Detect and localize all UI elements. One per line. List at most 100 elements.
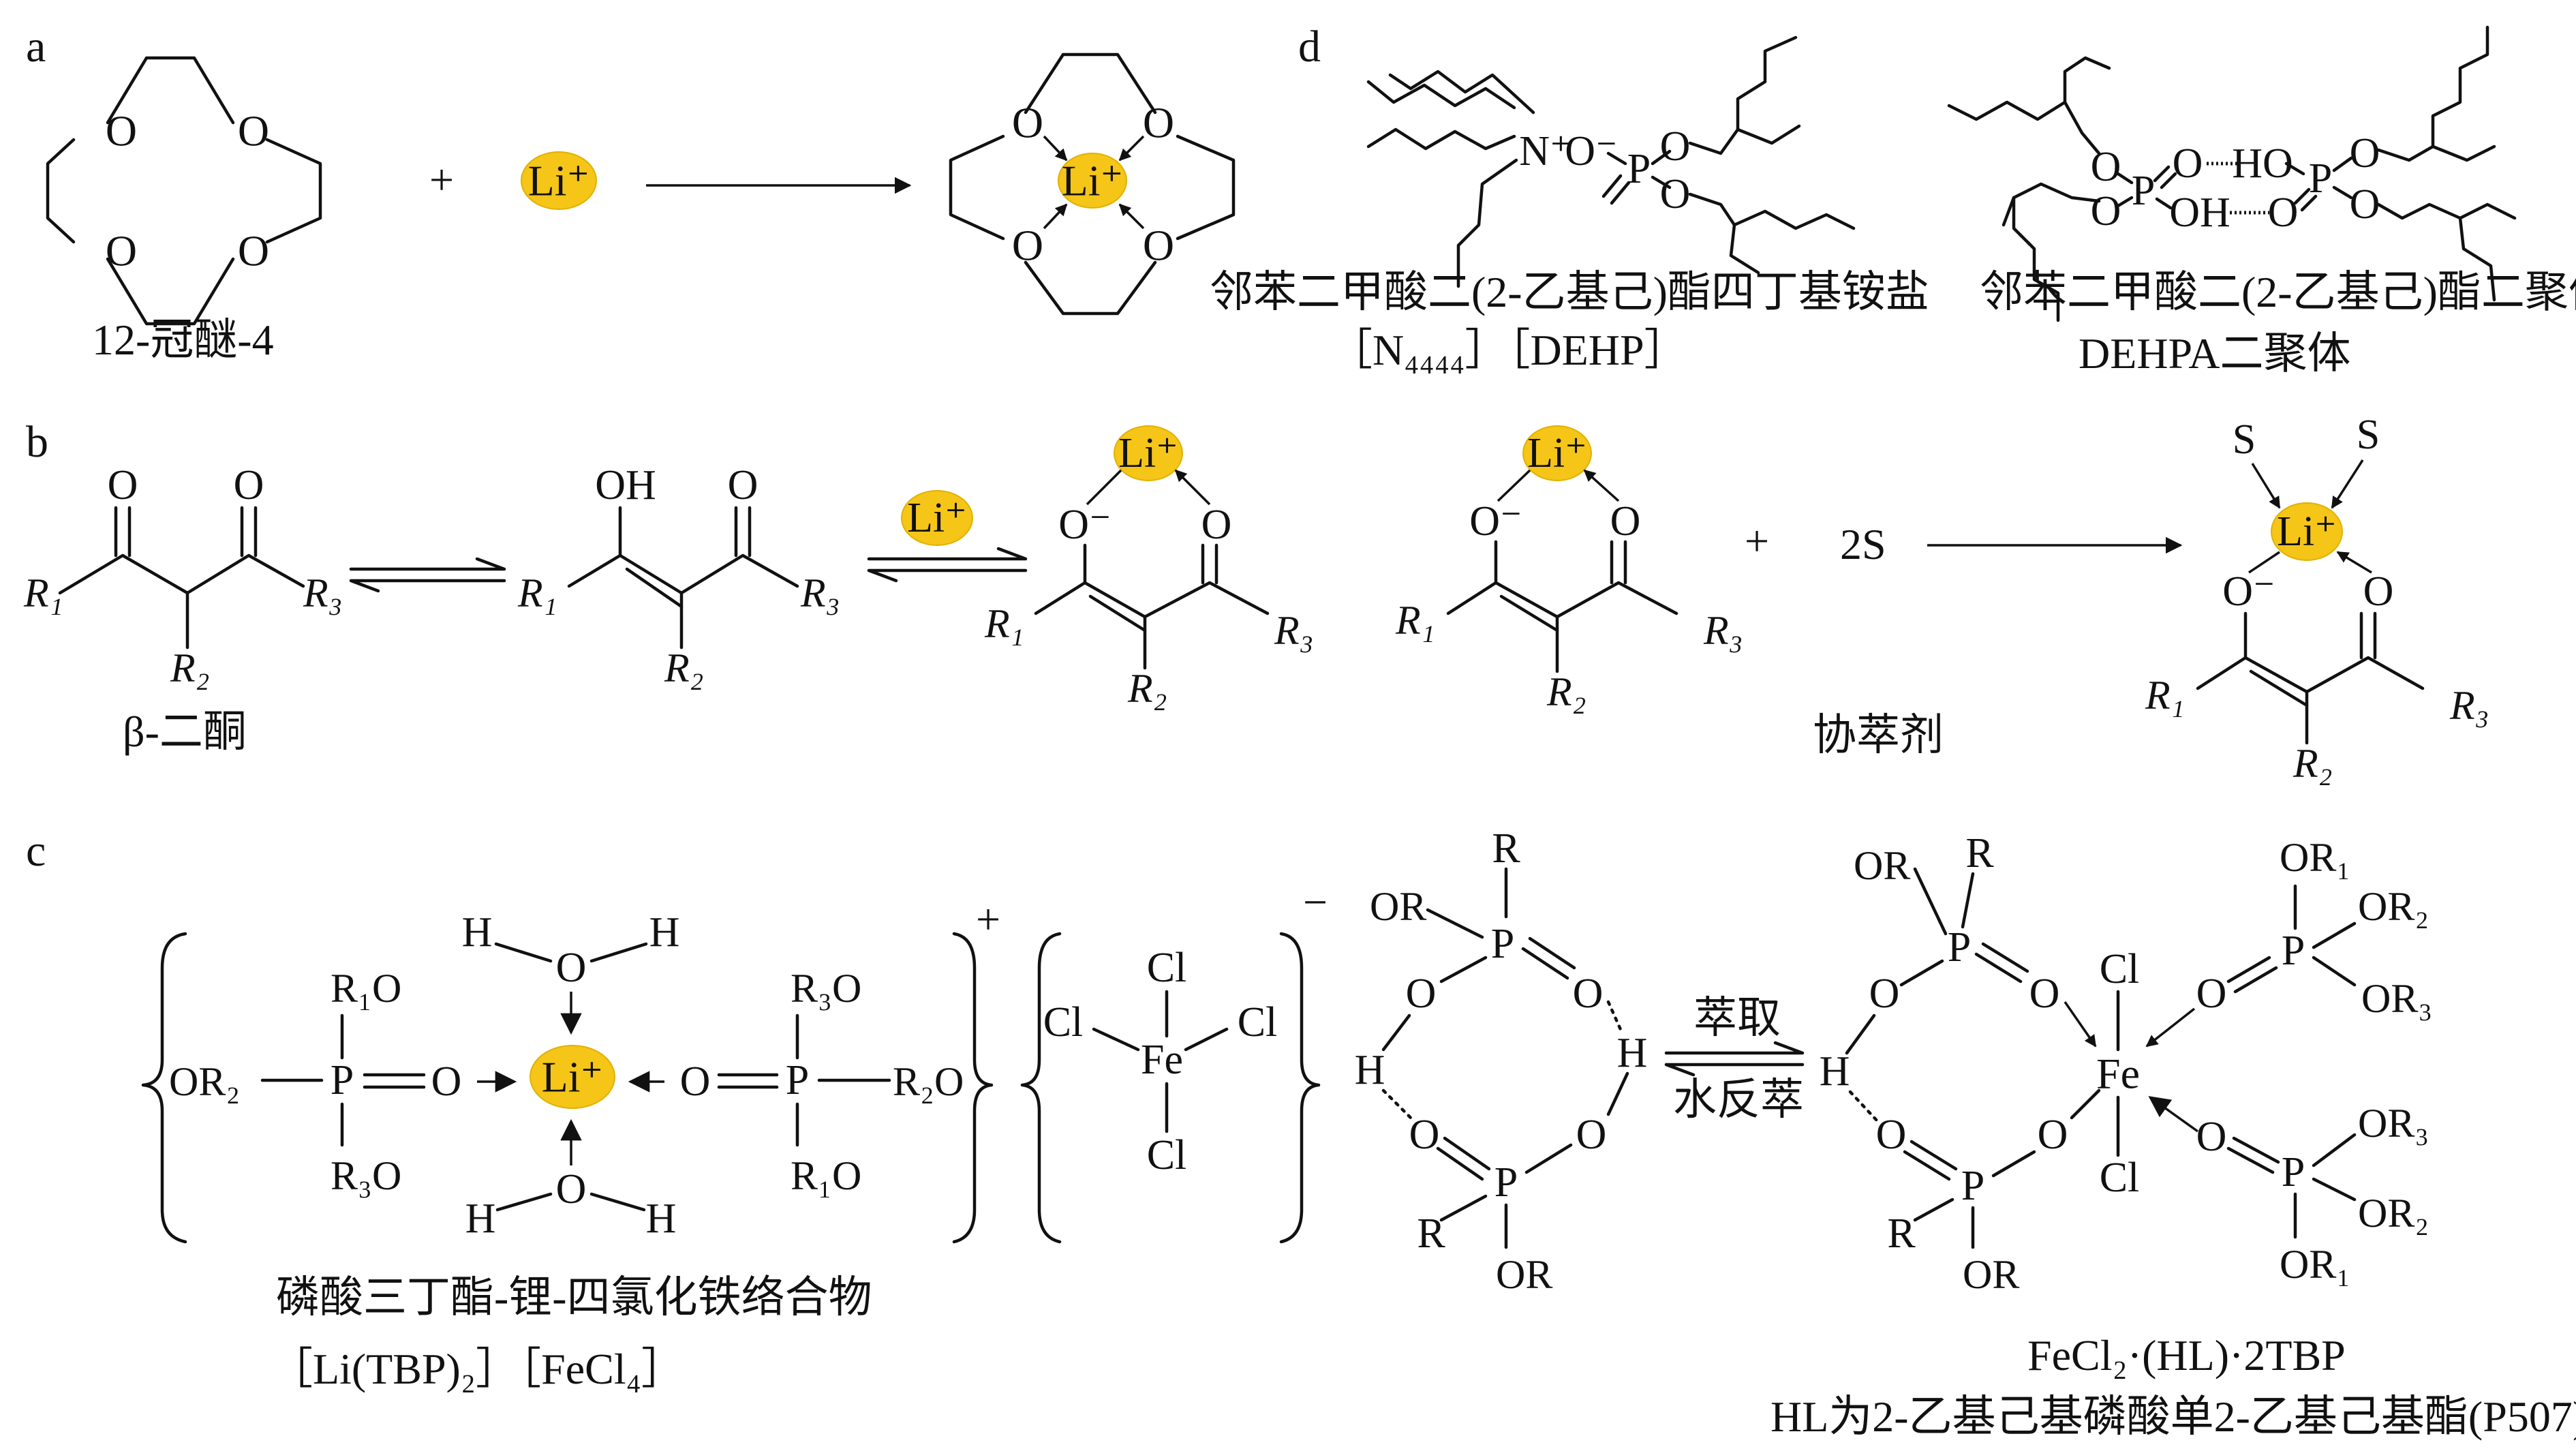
fecl4-cl-top: Cl bbox=[1147, 945, 1187, 991]
d-o-bot-single: O bbox=[1576, 1112, 1607, 1158]
tbp2-p: P bbox=[786, 1057, 809, 1103]
fc-tbp2-o: O bbox=[2196, 1114, 2227, 1160]
fc-tbp2-or2: OR₂ bbox=[2358, 1191, 2429, 1236]
panel-label-c: c bbox=[26, 826, 46, 876]
fc-tbp2-p: P bbox=[2282, 1149, 2305, 1195]
dm-o-r1: O bbox=[2350, 130, 2380, 177]
fc-p-top: P bbox=[1948, 924, 1971, 971]
crown-ether-label: 12-冠醚-4 bbox=[92, 316, 274, 364]
fc-h: H bbox=[1820, 1048, 1850, 1095]
fecl4-cl-right: Cl bbox=[1238, 999, 1278, 1046]
li-diketonate-synergist-complex: S S Li⁺ O⁻ O R₁ R₂ R₃ bbox=[2145, 412, 2489, 786]
dimer-formula: DEHPA二聚体 bbox=[2079, 329, 2350, 378]
ch2-o: O bbox=[1610, 498, 1641, 545]
water2-h2: H bbox=[646, 1195, 677, 1242]
d-o-bot-dbl: O bbox=[1409, 1112, 1440, 1158]
water1-h1: H bbox=[462, 909, 493, 956]
li-ion-label: Li⁺ bbox=[528, 157, 590, 205]
fc-o-bot-dbl: O bbox=[1876, 1112, 1907, 1158]
fc-tbp1-p: P bbox=[2282, 928, 2305, 974]
ch2-o-minus: O⁻ bbox=[1469, 498, 1522, 545]
extraction-equilibrium-arrow: 萃取 水反萃 bbox=[1664, 994, 1805, 1124]
sc-li: Li⁺ bbox=[2277, 508, 2337, 555]
tbp-complex-name: 磷酸三丁酯-锂-四氯化铁络合物 bbox=[276, 1273, 872, 1322]
fc-p-bot: P bbox=[1961, 1163, 1984, 1209]
crown-o-2: O bbox=[238, 107, 269, 155]
beta-diketone-enol: OH O R₁ R₂ R₃ bbox=[517, 462, 840, 690]
sc-o-minus: O⁻ bbox=[2222, 568, 2275, 615]
fecl4-cl-left: Cl bbox=[1043, 999, 1084, 1046]
d-o-top-dbl: O bbox=[1573, 971, 1604, 1017]
crown-o-3: O bbox=[238, 227, 269, 275]
enol-o: O bbox=[728, 462, 758, 508]
d-h-right: H bbox=[1617, 1030, 1648, 1076]
li-diketonate-complex-2: Li⁺ O⁻ O R₁ R₂ R₃ bbox=[1395, 425, 1743, 714]
fc-tbp1-or1: OR₁ bbox=[2280, 835, 2350, 880]
fc-tbp2-or3: OR₃ bbox=[2358, 1101, 2429, 1146]
dm-ho-right: HO bbox=[2232, 140, 2293, 187]
enol-r2: R₂ bbox=[664, 645, 704, 690]
keto-r3: R₃ bbox=[303, 570, 343, 615]
fc-o-bot-single: O bbox=[2038, 1112, 2068, 1158]
diketone-label: β-二酮 bbox=[123, 707, 247, 756]
synergist-label: 协萃剂 bbox=[1813, 711, 1944, 759]
s-ligand-2: S bbox=[2357, 412, 2380, 458]
tbp2-r2o: R₂O bbox=[893, 1059, 964, 1104]
dm-o-l2: O bbox=[2091, 188, 2121, 234]
crown-ether-li-complex: O O O O Li⁺ bbox=[949, 52, 1236, 316]
fc-cl-bottom: Cl bbox=[2100, 1155, 2140, 1201]
sc-r2: R₂ bbox=[2293, 741, 2333, 786]
water1-o: O bbox=[556, 945, 587, 991]
sc-r1: R₁ bbox=[2145, 673, 2185, 718]
beta-diketone-keto: O O R₁ R₂ R₃ bbox=[23, 462, 343, 690]
fc-fe: Fe bbox=[2096, 1050, 2140, 1098]
li-ion-b-label: Li⁺ bbox=[907, 495, 967, 541]
panel-label-a: a bbox=[26, 22, 46, 72]
dm-o-r2: O bbox=[2350, 181, 2380, 228]
fecl4-fe: Fe bbox=[1141, 1037, 1183, 1083]
crown-o-1: O bbox=[106, 107, 137, 155]
crown-o-4: O bbox=[106, 227, 137, 275]
fe-p507-tbp-complex: OR R P O O H O P R OR O Fe Cl Cl OR₁ OR₂… bbox=[1820, 830, 2433, 1297]
ch1-r3: R₃ bbox=[1274, 608, 1314, 653]
water1-h2: H bbox=[649, 909, 680, 956]
tbp-complex-formula: ［Li(TBP)₂］［FeCl₄］ bbox=[269, 1345, 685, 1393]
equilibrium-arrow-b2 bbox=[867, 547, 1028, 583]
two-s-label: 2S bbox=[1840, 520, 1886, 568]
s-ligand-1: S bbox=[2233, 416, 2256, 463]
ionic-liquid-name: 邻苯二甲酸二(2-乙基己)酯四丁基铵盐 bbox=[1210, 268, 1929, 316]
ch1-r2: R₂ bbox=[1127, 666, 1167, 711]
fc-o-top-single: O bbox=[1869, 971, 1900, 1017]
il-o-minus: O⁻ bbox=[1565, 128, 1618, 174]
tbp-li-fecl4-complex: + OR₂ P O R₁O R₃O Li⁺ H O H O H H O P R₂… bbox=[141, 878, 1328, 1244]
ch1-li: Li⁺ bbox=[1118, 430, 1178, 476]
sc-r3: R₃ bbox=[2449, 683, 2489, 728]
d-o-top-single: O bbox=[1406, 971, 1437, 1017]
ch1-r1: R₁ bbox=[984, 601, 1024, 646]
fc-tbp1-or3: OR₃ bbox=[2361, 976, 2432, 1021]
tbp2-r3o: R₃O bbox=[791, 966, 861, 1011]
water2-h1: H bbox=[465, 1195, 496, 1242]
stripping-label: 水反萃 bbox=[1673, 1076, 1804, 1124]
tbp1-r1o: R₁O bbox=[331, 966, 401, 1011]
ch2-li: Li⁺ bbox=[1527, 430, 1587, 476]
dm-p-left: P bbox=[2132, 168, 2155, 214]
fc-cl-top: Cl bbox=[2100, 946, 2140, 992]
tbp2-o: O bbox=[680, 1058, 711, 1105]
plus-a: + bbox=[429, 155, 454, 204]
ch1-o-minus: O⁻ bbox=[1058, 502, 1111, 548]
complex-o-3: O bbox=[1143, 222, 1174, 270]
ch2-r2: R₂ bbox=[1546, 669, 1586, 714]
complex-li: Li⁺ bbox=[1062, 157, 1124, 205]
d-r-top: R bbox=[1492, 825, 1520, 872]
sc-o: O bbox=[2363, 568, 2394, 615]
panel-label-d: d bbox=[1298, 22, 1321, 72]
tbp-li: Li⁺ bbox=[542, 1053, 604, 1101]
cation-charge: + bbox=[976, 895, 1000, 943]
fc-or-top: OR bbox=[1854, 843, 1910, 888]
tbp1-p: P bbox=[331, 1057, 354, 1103]
tbp1-o: O bbox=[431, 1058, 462, 1105]
water2-o: O bbox=[556, 1166, 587, 1212]
il-o-1: O bbox=[1660, 123, 1691, 170]
fc-o-top-dbl: O bbox=[2029, 971, 2060, 1017]
